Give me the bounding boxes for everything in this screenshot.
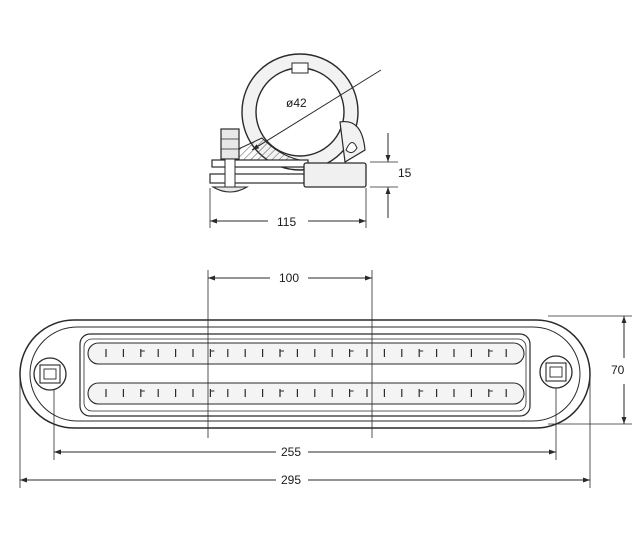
rubber-foot — [303, 162, 367, 188]
bolt-assembly — [210, 128, 250, 193]
height-label: 15 — [398, 166, 412, 180]
led-tube-top — [87, 342, 525, 365]
led-marks — [105, 349, 507, 397]
top-view: 100 70 255 295 — [19, 270, 632, 488]
clamp-width-dimension: 115 — [209, 188, 367, 229]
pitch-dimension: 100 — [207, 270, 373, 438]
mount-hole-right — [539, 355, 573, 389]
side-view: ø42 15 115 — [209, 53, 412, 229]
overall-length-label: 295 — [281, 473, 301, 487]
mount-hole-left — [33, 357, 67, 391]
inner-length-dimension: 255 — [53, 388, 557, 460]
diameter-label: ø42 — [286, 96, 307, 110]
clamp-width-label: 115 — [277, 215, 296, 229]
width-label: 70 — [611, 363, 625, 377]
diameter-leader — [251, 69, 382, 151]
led-tube-bottom — [87, 382, 525, 405]
overall-length-dimension: 295 — [19, 376, 591, 488]
height-dimension: 15 — [370, 133, 412, 218]
inner-length-label: 255 — [281, 445, 301, 459]
pitch-label: 100 — [279, 271, 299, 285]
